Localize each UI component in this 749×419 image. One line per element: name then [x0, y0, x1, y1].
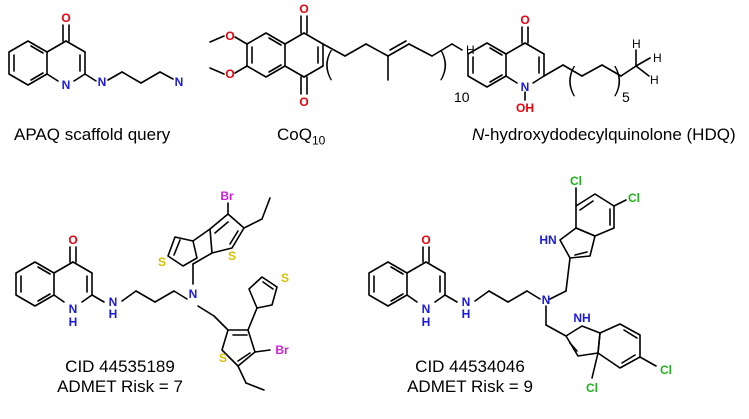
atom-nh-hydrogen: H	[109, 307, 118, 321]
atom-nh: N	[462, 295, 471, 309]
atom-chlorine: Cl	[660, 363, 672, 377]
atom-nh: N	[109, 295, 118, 309]
atom-hydrogen: H	[650, 73, 659, 87]
hdq-structure: O N OH ( ) 5 H H H	[467, 13, 662, 115]
atom-nitrogen: N	[542, 293, 551, 307]
atom-nitrogen: N	[62, 78, 71, 92]
atom-nh-hydrogen: H	[462, 307, 471, 321]
cid-44534046-risk: ADMET Risk = 9	[407, 377, 533, 396]
atom-hydroxyl: OH	[516, 101, 534, 115]
hdq-caption-rest: -hydroxydodecylquinolone (HDQ)	[484, 125, 736, 144]
apaq-structure: O N N N	[8, 11, 184, 92]
atom-nitrogen: N	[189, 287, 198, 301]
atom-nh: NH	[573, 311, 590, 325]
cid-44535189-risk: ADMET Risk = 7	[57, 377, 183, 396]
atom-nitrogen: N	[98, 75, 107, 89]
atom-hn: HN	[539, 233, 556, 247]
atom-sulfur: S	[228, 249, 236, 263]
coq10-caption-main: CoQ	[277, 125, 312, 144]
atom-oxygen: O	[68, 233, 77, 247]
repeat-bracket-close: )	[436, 45, 449, 85]
atom-nh: N	[422, 302, 431, 316]
atom-oxygen: O	[520, 13, 529, 27]
atom-oxygen: O	[61, 11, 70, 25]
cid-44534046-caption: CID 44534046 ADMET Risk = 9	[380, 357, 560, 397]
atom-oxygen: O	[225, 67, 234, 81]
coq10-structure: O O O O ( ) H 10	[209, 2, 475, 109]
atom-bromine: Br	[275, 343, 289, 357]
repeat-count: 5	[622, 89, 630, 105]
atom-nitrogen: N	[175, 75, 184, 89]
atom-oxygen: O	[299, 2, 308, 16]
atom-oxygen: O	[299, 95, 308, 109]
repeat-bracket-open: (	[565, 61, 578, 101]
cid-44535189-id: CID 44535189	[65, 357, 175, 376]
hdq-caption: N-hydroxydodecylquinolone (HDQ)	[472, 125, 736, 145]
atom-nh-hydrogen: H	[69, 315, 78, 329]
atom-nh: N	[69, 302, 78, 316]
cid-44535189-caption: CID 44535189 ADMET Risk = 7	[30, 357, 210, 397]
atom-hydrogen: H	[466, 43, 475, 57]
atom-hydrogen: H	[653, 51, 662, 65]
cid-44535189-structure: O N H N H N Br S S S S Br	[15, 189, 289, 391]
hdq-caption-italic: N	[472, 125, 485, 144]
atom-bromine: Br	[220, 189, 234, 203]
atom-chlorine: Cl	[570, 174, 582, 188]
atom-hydrogen: H	[632, 37, 641, 51]
atom-oxygen: O	[421, 233, 430, 247]
apaq-caption: APAQ scaffold query	[14, 125, 171, 144]
atom-oxygen: O	[225, 29, 234, 43]
atom-chlorine: Cl	[628, 191, 640, 205]
atom-sulfur: S	[219, 351, 227, 365]
repeat-bracket-close: )	[610, 61, 623, 101]
atom-sulfur: S	[158, 255, 166, 269]
cid-44534046-structure: O N H N H N HN NH Cl Cl Cl Cl	[368, 174, 672, 395]
atom-chlorine: Cl	[586, 381, 598, 395]
atom-sulfur: S	[281, 271, 289, 285]
coq10-caption-subscript: 10	[311, 133, 326, 148]
repeat-bracket-open: (	[322, 45, 335, 85]
coq10-caption: CoQ10	[277, 125, 325, 147]
atom-nitrogen: N	[521, 80, 530, 94]
cid-44534046-id: CID 44534046	[415, 357, 525, 376]
repeat-count: 10	[454, 89, 470, 105]
atom-nh-hydrogen: H	[422, 315, 431, 329]
